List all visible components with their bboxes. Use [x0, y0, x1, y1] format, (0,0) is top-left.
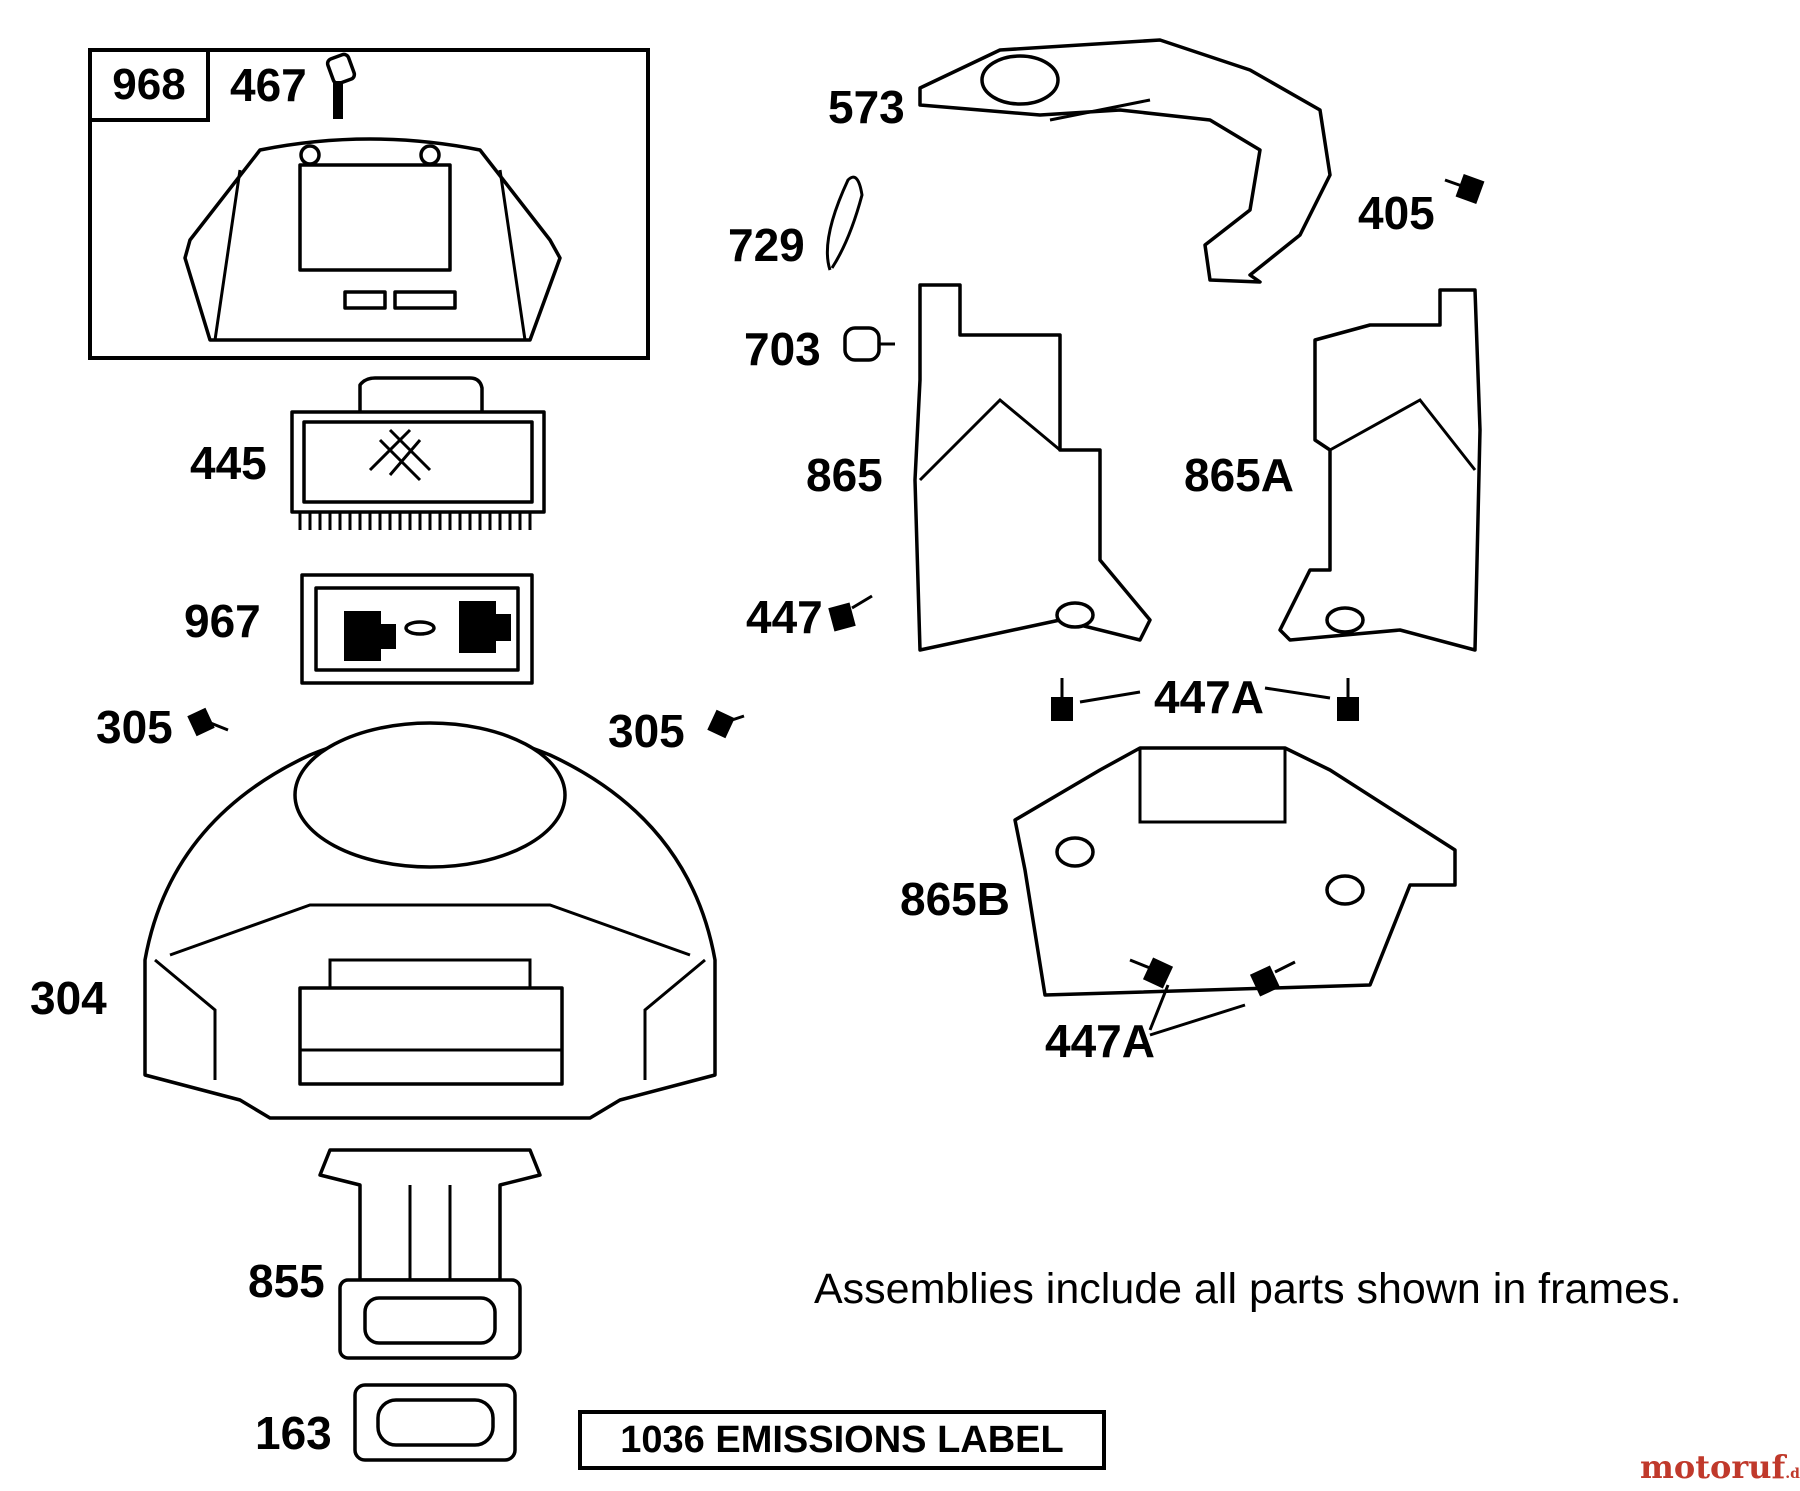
- part-865B-shroud-drawing: [1013, 746, 1457, 997]
- part-304-blower-housing-drawing: [143, 721, 717, 1120]
- assembly-968-frame: [88, 48, 650, 360]
- part-447-screw-drawing: [828, 594, 873, 632]
- part-855-intake-drawing: [318, 1148, 542, 1360]
- part-305-bolts-drawing: [187, 707, 745, 739]
- part-445-filter-drawing: [290, 376, 546, 530]
- part-573-baffle-drawing: [918, 38, 1332, 284]
- callout-967: 967: [184, 595, 261, 647]
- part-968-cover-drawing: [183, 137, 562, 342]
- callout-703: 703: [744, 323, 821, 375]
- callout-865: 865: [806, 449, 883, 501]
- callout-865A: 865A: [1184, 449, 1294, 501]
- callout-163: 163: [255, 1407, 332, 1459]
- part-703-clip-drawing: [843, 326, 895, 362]
- watermark-text: motoruf: [1640, 1448, 1786, 1486]
- part-163-gasket-drawing: [353, 1383, 517, 1462]
- callout-447A-bottom: 447A: [1045, 1015, 1155, 1067]
- part-967-precleaner-drawing: [300, 573, 534, 685]
- part-865-shroud-drawing: [913, 283, 1152, 652]
- part-865A-shroud-drawing: [1278, 288, 1482, 652]
- callout-447A-top: 447A: [1154, 671, 1264, 723]
- callout-304: 304: [30, 972, 107, 1024]
- watermark-suffix: .de: [1785, 1466, 1800, 1482]
- part-447A-top-screws-drawing: [1051, 678, 1359, 721]
- emissions-label-box: 1036 EMISSIONS LABEL: [578, 1410, 1106, 1470]
- watermark-logo: motoruf.de: [1640, 1448, 1800, 1486]
- callout-573: 573: [828, 81, 905, 133]
- assembly-968-tag: 968: [88, 48, 210, 122]
- callout-855: 855: [248, 1255, 325, 1307]
- part-467-knob-drawing: [325, 52, 357, 119]
- part-729-tie-drawing: [825, 175, 864, 271]
- assemblies-footnote: Assemblies include all parts shown in fr…: [814, 1265, 1682, 1313]
- callout-865B: 865B: [900, 873, 1010, 925]
- callout-305-left: 305: [96, 701, 173, 753]
- callout-467: 467: [230, 59, 307, 111]
- callout-305-right: 305: [608, 705, 685, 757]
- callout-405: 405: [1358, 187, 1435, 239]
- callout-447: 447: [746, 591, 823, 643]
- callout-729: 729: [728, 219, 805, 271]
- callout-445: 445: [190, 437, 267, 489]
- part-447A-bottom-screws-drawing: [1129, 957, 1296, 1037]
- part-405-screw-drawing: [1444, 173, 1485, 205]
